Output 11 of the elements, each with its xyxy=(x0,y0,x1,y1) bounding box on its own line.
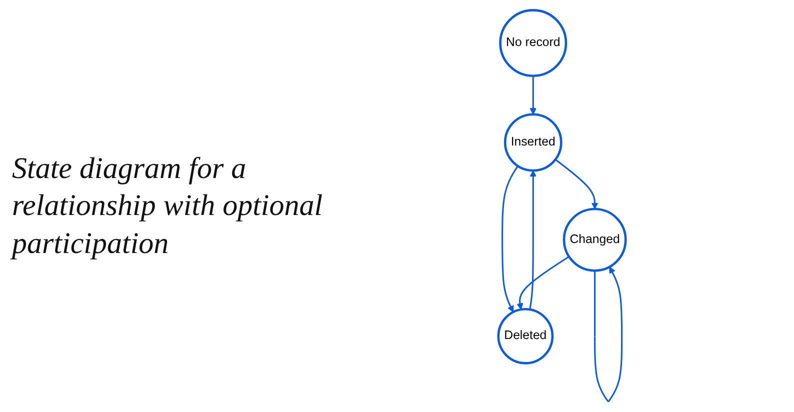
arrow xyxy=(516,256,570,310)
arrow xyxy=(594,266,623,402)
node-circle: No record xyxy=(499,9,568,77)
node-circle: Inserted xyxy=(504,113,562,172)
note-text: State diagram for a relationship with optional participation xyxy=(12,150,324,262)
arrow xyxy=(530,76,537,115)
node-circle: Changed xyxy=(562,208,627,272)
arrow xyxy=(529,170,537,310)
arrow xyxy=(502,166,518,312)
node-circle: Deleted xyxy=(497,308,554,364)
arrow xyxy=(554,158,598,210)
